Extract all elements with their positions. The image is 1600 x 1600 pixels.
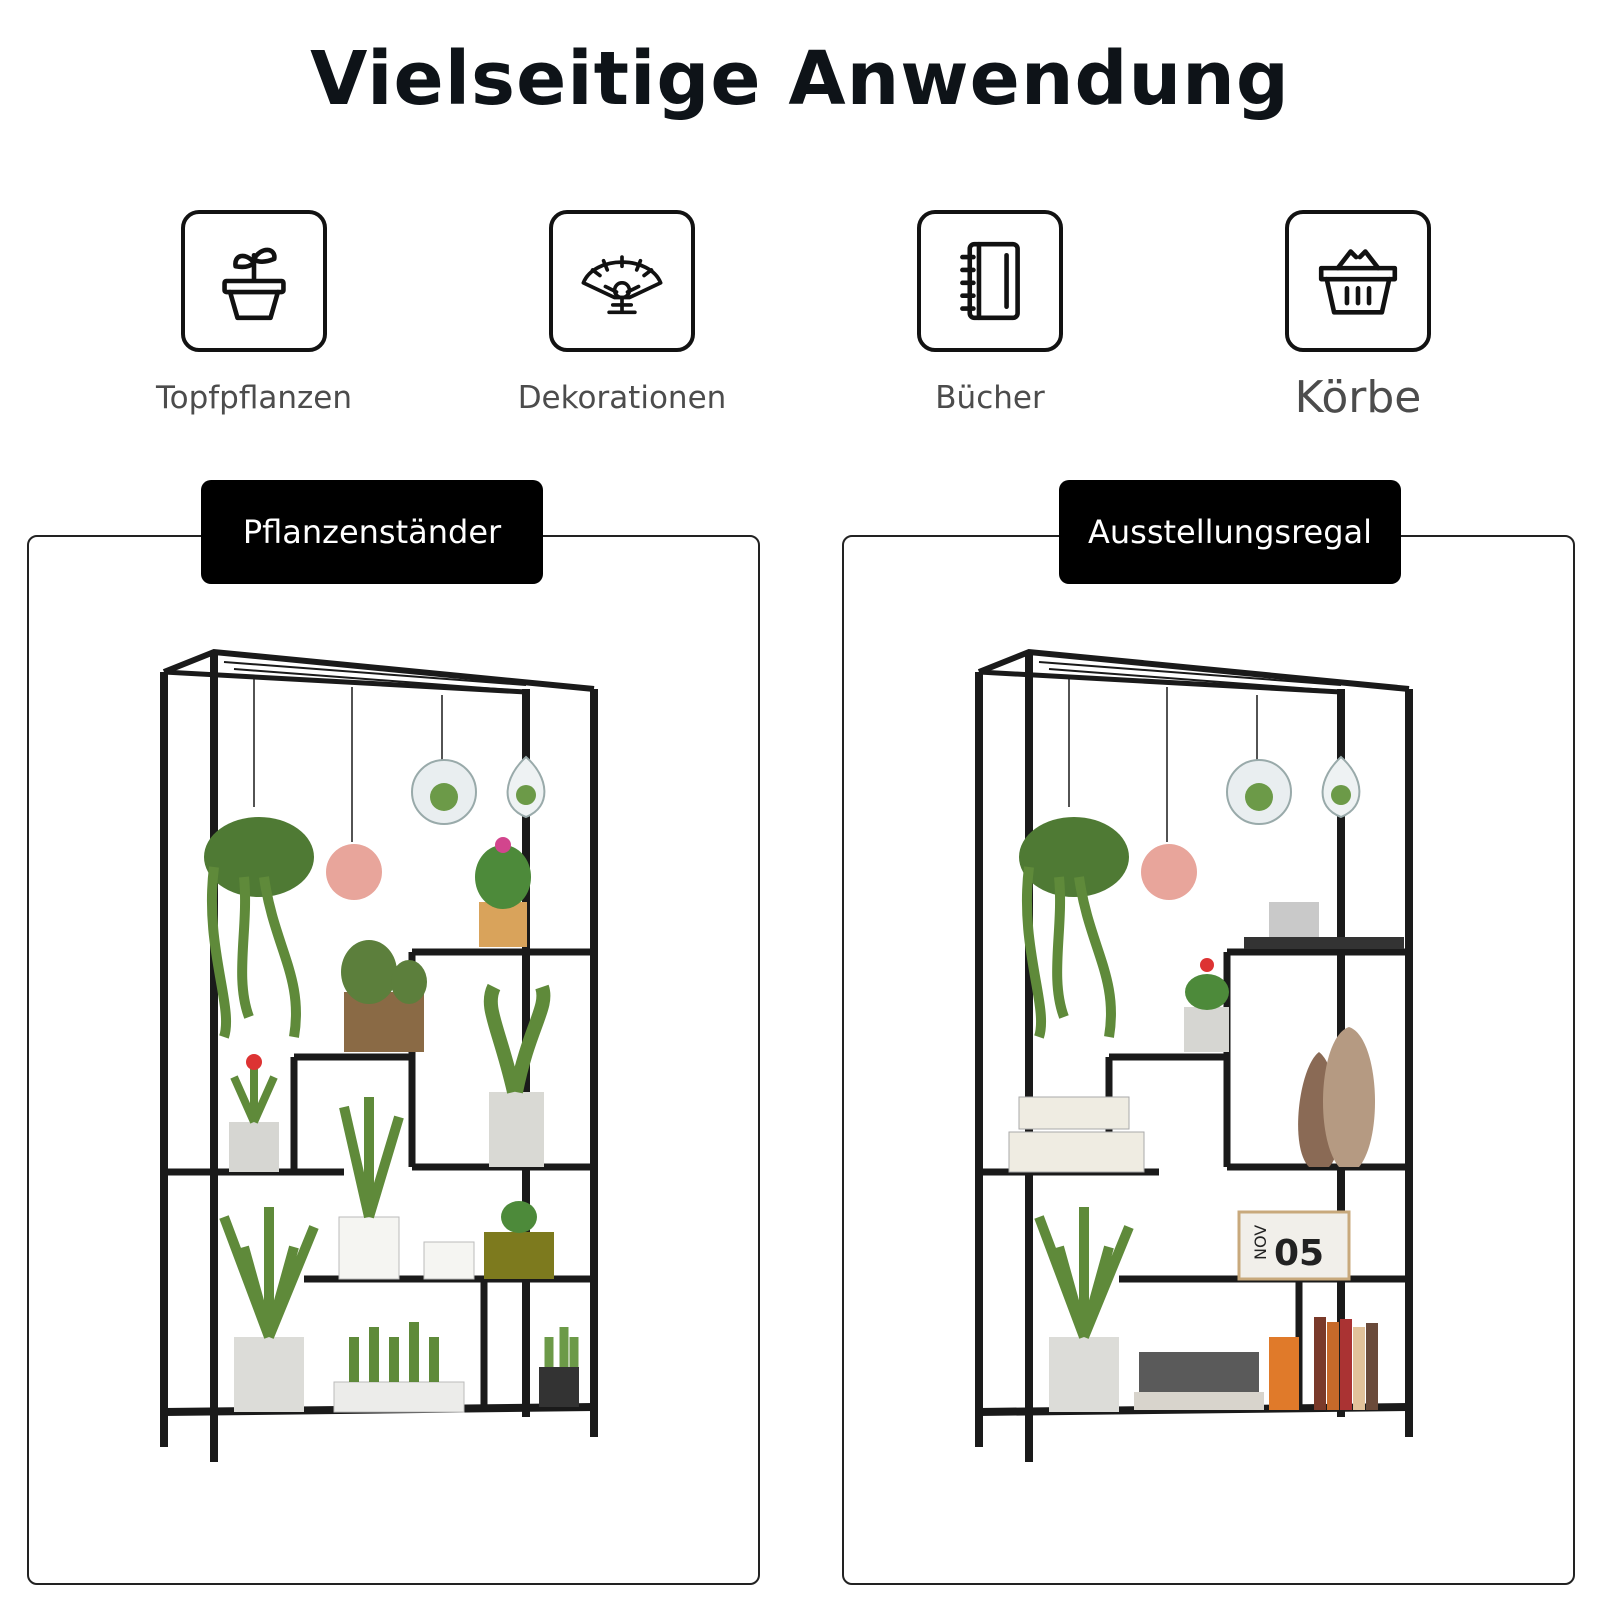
calendar-day: 05 bbox=[1274, 1233, 1324, 1274]
calendar-month: NOV bbox=[1251, 1225, 1270, 1260]
feature-label: Topfpflanzen bbox=[155, 380, 353, 416]
plant-stand-image bbox=[154, 647, 614, 1492]
feature-decorations: Dekorationen bbox=[472, 210, 772, 416]
panel-plant-stand bbox=[27, 535, 760, 1585]
basket-icon bbox=[1318, 249, 1398, 315]
notebook-icon bbox=[960, 241, 1020, 321]
feature-baskets: Körbe bbox=[1208, 210, 1508, 423]
feature-label: Körbe bbox=[1294, 372, 1422, 423]
feature-tile bbox=[549, 210, 695, 352]
feature-tile bbox=[917, 210, 1063, 352]
display-shelf-image: NOV 05 bbox=[969, 647, 1429, 1492]
hanging-plants bbox=[204, 755, 546, 1039]
decorative-fan-icon bbox=[581, 255, 663, 315]
panel-display-shelf: NOV 05 bbox=[842, 535, 1575, 1585]
feature-label: Bücher bbox=[935, 380, 1045, 416]
feature-tile bbox=[181, 210, 327, 352]
feature-label: Dekorationen bbox=[517, 380, 727, 416]
feature-books: Bücher bbox=[840, 210, 1140, 416]
badge-plant-stand: Pflanzenständer bbox=[201, 480, 543, 584]
badge-display-shelf: Ausstellungsregal bbox=[1059, 480, 1401, 584]
feature-potted-plants: Topfpflanzen bbox=[104, 210, 404, 416]
page-title: Vielseitige Anwendung bbox=[310, 36, 1290, 122]
feature-tile bbox=[1285, 210, 1431, 352]
plant-pot-icon bbox=[222, 247, 286, 321]
